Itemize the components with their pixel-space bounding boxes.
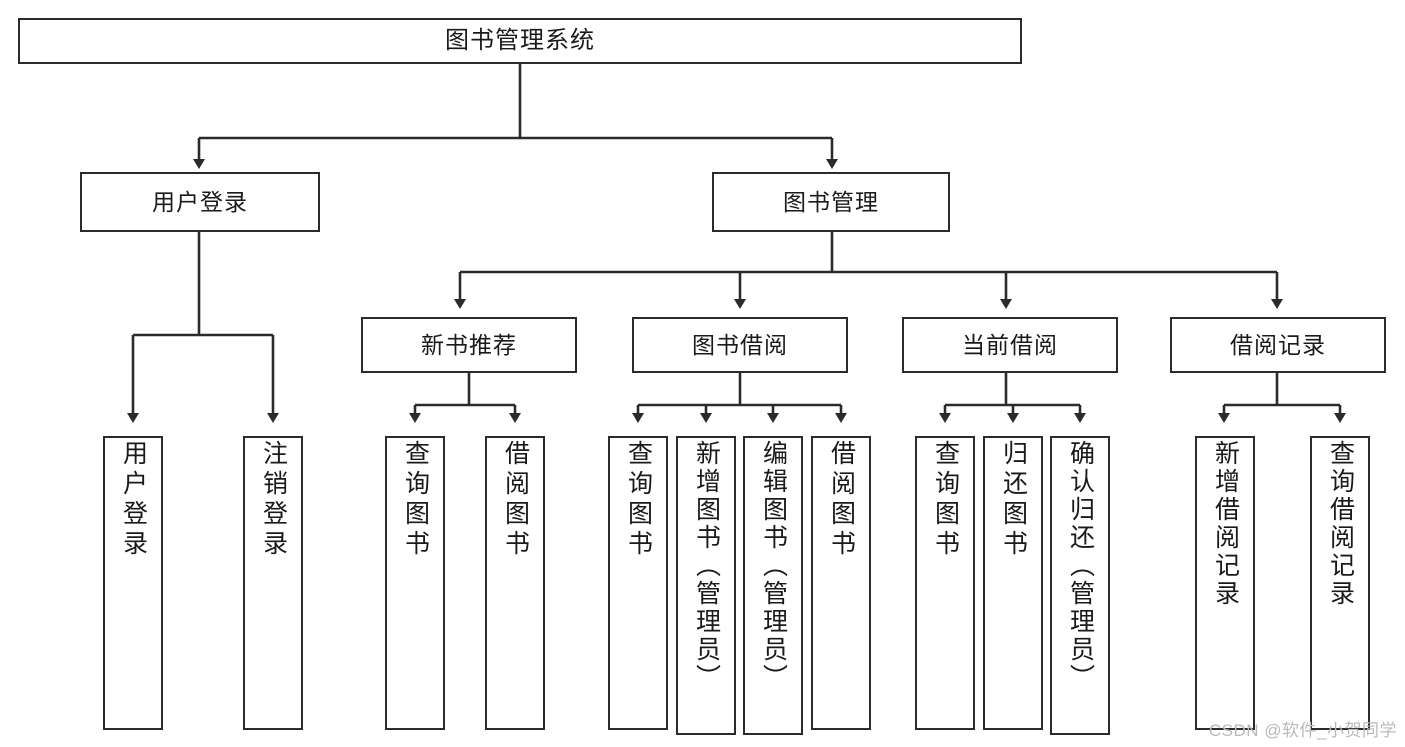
leaf-user-login-label: 用户登录 xyxy=(119,440,148,560)
leaf-confirm-return[interactable]: 确认归还（管理员） xyxy=(1050,436,1110,735)
leaf-query-book-3-label: 查询图书 xyxy=(931,440,960,560)
node-user-login-label: 用户登录 xyxy=(152,188,248,215)
node-book-manage-label: 图书管理 xyxy=(783,188,879,215)
node-current-borrow[interactable]: 当前借阅 xyxy=(902,317,1118,373)
node-current-borrow-label: 当前借阅 xyxy=(962,331,1058,358)
node-borrow-record-label: 借阅记录 xyxy=(1230,331,1326,358)
node-book-borrow[interactable]: 图书借阅 xyxy=(632,317,848,373)
leaf-add-book-label: 新增图书（管理员） xyxy=(692,440,721,692)
node-new-book-recommend-label: 新书推荐 xyxy=(421,331,517,358)
leaf-query-book-1-label: 查询图书 xyxy=(401,440,430,560)
leaf-borrow-book-2[interactable]: 借阅图书 xyxy=(811,436,871,730)
leaf-edit-book-label: 编辑图书（管理员） xyxy=(759,440,788,692)
node-user-login[interactable]: 用户登录 xyxy=(80,172,320,232)
leaf-query-book-2[interactable]: 查询图书 xyxy=(608,436,668,730)
leaf-query-book-2-label: 查询图书 xyxy=(624,440,653,560)
leaf-query-book-3[interactable]: 查询图书 xyxy=(915,436,975,730)
leaf-return-book[interactable]: 归还图书 xyxy=(983,436,1043,730)
leaf-edit-book[interactable]: 编辑图书（管理员） xyxy=(743,436,803,735)
leaf-query-record-label: 查询借阅记录 xyxy=(1326,440,1355,608)
node-new-book-recommend[interactable]: 新书推荐 xyxy=(361,317,577,373)
node-book-manage[interactable]: 图书管理 xyxy=(712,172,950,232)
leaf-borrow-book-2-label: 借阅图书 xyxy=(827,440,856,560)
node-book-borrow-label: 图书借阅 xyxy=(692,331,788,358)
node-root[interactable]: 图书管理系统 xyxy=(18,18,1022,64)
leaf-return-book-label: 归还图书 xyxy=(999,440,1028,560)
node-borrow-record[interactable]: 借阅记录 xyxy=(1170,317,1386,373)
leaf-add-record-label: 新增借阅记录 xyxy=(1211,440,1240,608)
leaf-query-record[interactable]: 查询借阅记录 xyxy=(1310,436,1370,730)
leaf-confirm-return-label: 确认归还（管理员） xyxy=(1066,440,1095,692)
leaf-user-logout-label: 注销登录 xyxy=(259,440,288,560)
leaf-borrow-book-1-label: 借阅图书 xyxy=(501,440,530,560)
leaf-query-book-1[interactable]: 查询图书 xyxy=(385,436,445,730)
leaf-user-logout[interactable]: 注销登录 xyxy=(243,436,303,730)
node-root-label: 图书管理系统 xyxy=(445,27,595,54)
leaf-add-book[interactable]: 新增图书（管理员） xyxy=(676,436,736,735)
leaf-add-record[interactable]: 新增借阅记录 xyxy=(1195,436,1255,730)
leaf-user-login[interactable]: 用户登录 xyxy=(103,436,163,730)
csdn-watermark: CSDN @软件_小贺同学 xyxy=(1208,721,1397,740)
leaf-borrow-book-1[interactable]: 借阅图书 xyxy=(485,436,545,730)
